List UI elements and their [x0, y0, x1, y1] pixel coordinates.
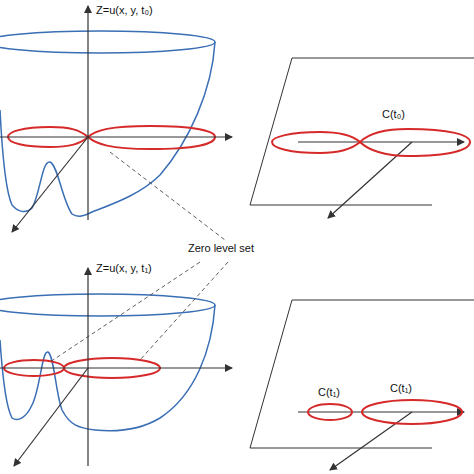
curve-label: C(t₁): [388, 382, 414, 395]
axis-label: Z=u(x, y, t₀): [94, 4, 155, 17]
curve-label: C(t₀): [380, 108, 407, 121]
axis-label: Z=u(x, y, t₁): [94, 262, 154, 275]
curve-label: C(t₁): [316, 386, 342, 399]
callout-label: Zero level set: [186, 242, 256, 255]
